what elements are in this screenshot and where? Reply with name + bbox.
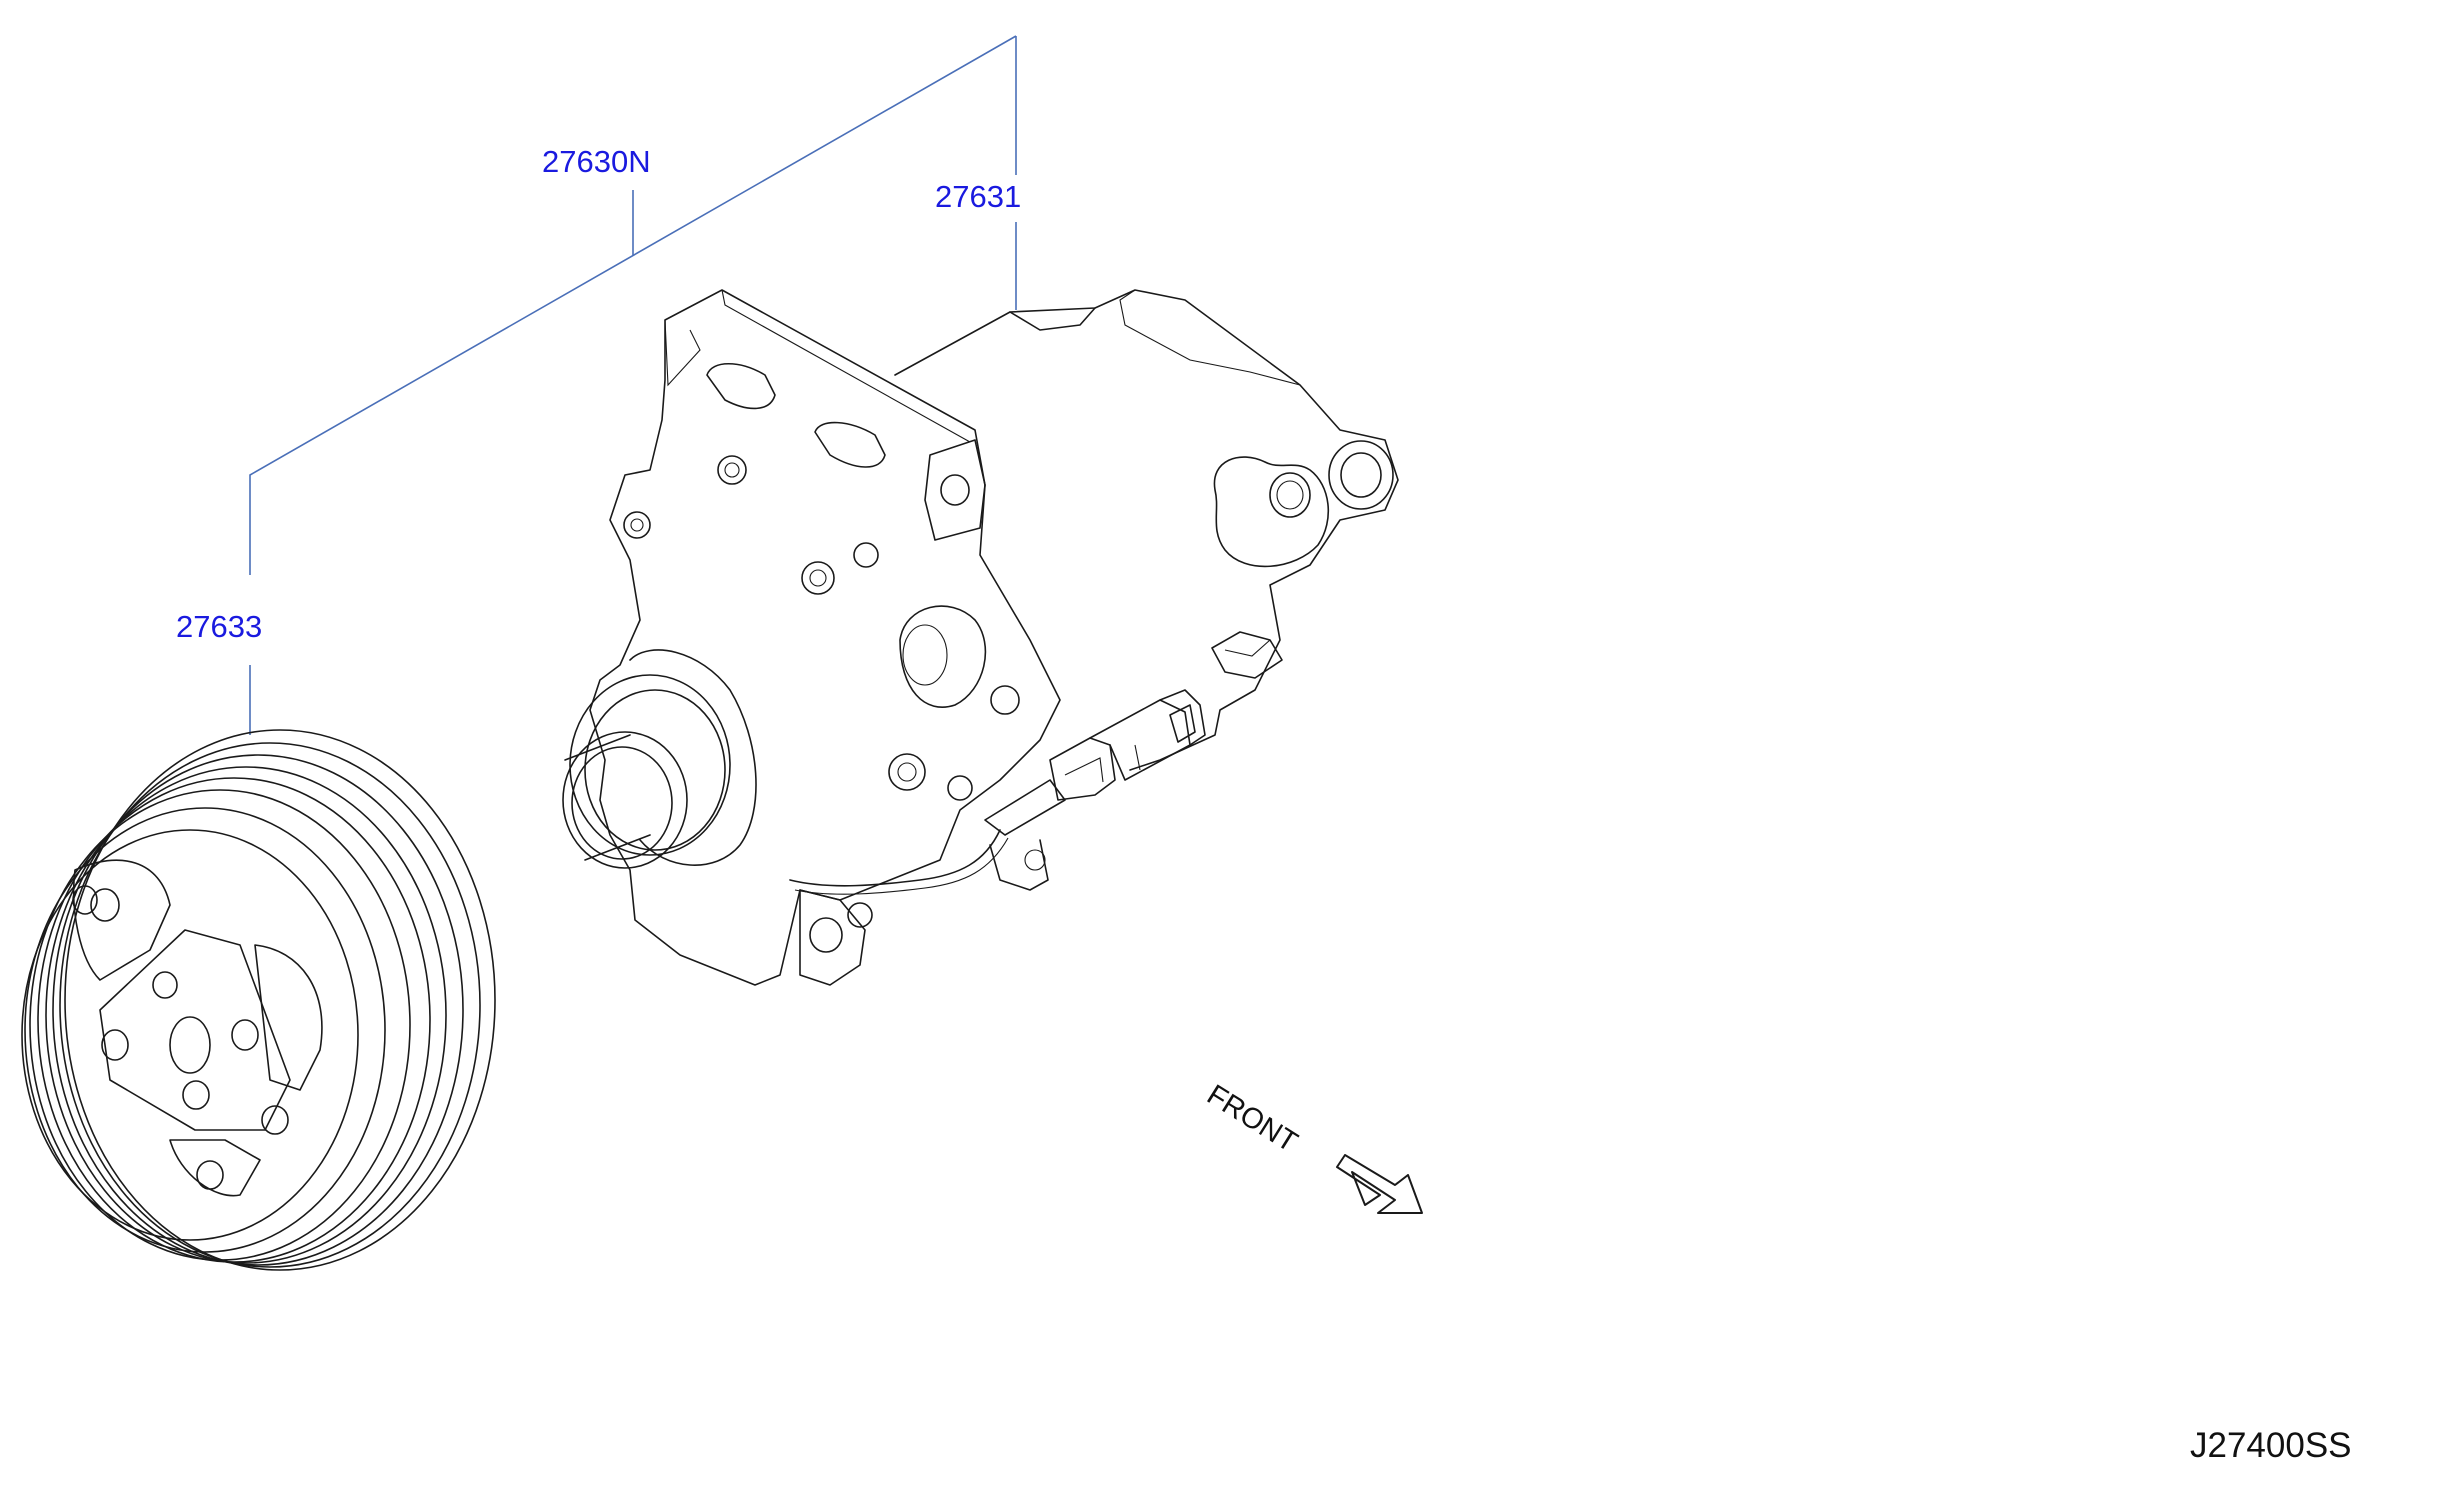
- clutch-pulley: [21, 729, 496, 1271]
- front-label: FRONT: [1201, 1079, 1303, 1159]
- diagram-id: J27400SS: [2190, 1426, 2352, 1465]
- leader-27630N: [249, 35, 1017, 575]
- compressor: [562, 289, 1399, 986]
- front-arrow-icon: [1336, 1154, 1423, 1214]
- callout-27631[interactable]: 27631: [935, 179, 1022, 214]
- leader-lines: [249, 35, 1017, 735]
- callout-27630N[interactable]: 27630N: [542, 144, 651, 179]
- front-indicator: FRONT: [1201, 1079, 1423, 1214]
- callout-27633[interactable]: 27633: [176, 609, 263, 644]
